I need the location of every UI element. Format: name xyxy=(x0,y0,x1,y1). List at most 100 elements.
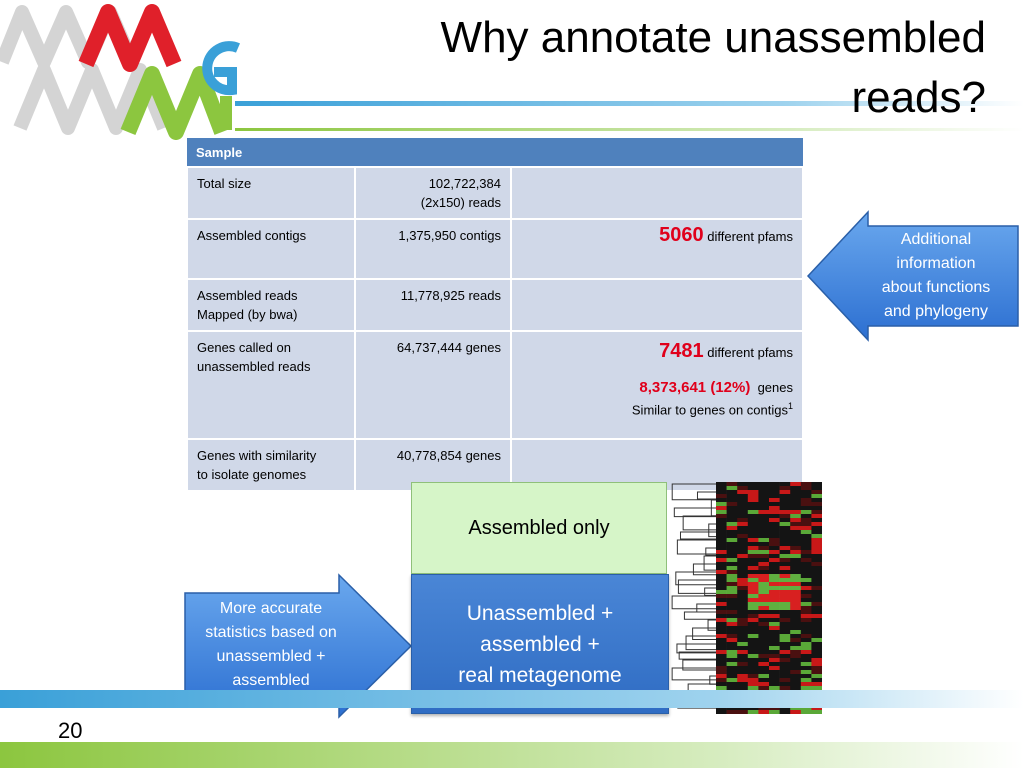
dendrogram-branch xyxy=(696,491,716,500)
heatmap-cell xyxy=(769,578,780,583)
heatmap-cell xyxy=(790,674,802,679)
heatmap-cell xyxy=(790,502,802,507)
heatmap-cell xyxy=(769,654,780,659)
heatmap-cell xyxy=(811,642,822,647)
heatmap-cell xyxy=(726,634,738,639)
heatmap-cell xyxy=(747,678,759,683)
heatmap-cell xyxy=(716,518,727,523)
heatmap-cell xyxy=(800,686,812,691)
heatmap-cell xyxy=(726,630,738,635)
heatmap-cell xyxy=(716,578,727,583)
heatmap-cell xyxy=(811,586,822,591)
heatmap-cell xyxy=(758,650,770,655)
heatmap-cell xyxy=(800,606,812,611)
heatmap-cell xyxy=(790,662,802,667)
heatmap-cell xyxy=(790,486,802,491)
heatmap-cell xyxy=(747,530,759,535)
heatmap-cell xyxy=(790,526,802,531)
heatmap-cell xyxy=(790,642,802,647)
heatmap-cell xyxy=(758,514,770,519)
heatmap-cell xyxy=(716,678,727,683)
heatmap-cell xyxy=(811,578,822,583)
heatmap-cell xyxy=(726,546,738,551)
heatmap-cell xyxy=(790,686,802,691)
heatmap-cell xyxy=(779,618,791,623)
heatmap-cell xyxy=(811,498,822,503)
heatmap-cell xyxy=(779,658,791,663)
heatmap-cell xyxy=(726,674,738,679)
heatmap-cell xyxy=(726,610,738,615)
heatmap-cell xyxy=(716,650,727,655)
heatmap-cell xyxy=(747,586,759,591)
heatmap-cell xyxy=(779,606,791,611)
heatmap-cell xyxy=(769,610,780,615)
row-label: Assembled contigs xyxy=(186,218,356,280)
dendrogram-branch xyxy=(692,563,716,576)
heatmap-cell xyxy=(726,626,738,631)
dendrogram xyxy=(671,483,716,709)
heatmap-cell xyxy=(779,534,791,539)
heatmap-cell xyxy=(726,518,738,523)
dendrogram-branch xyxy=(705,547,716,556)
box-line: assembled + xyxy=(480,632,600,656)
heatmap-cell xyxy=(800,666,812,671)
dendrogram-branch xyxy=(671,595,716,610)
heatmap-cell xyxy=(716,710,727,714)
heatmap-cell xyxy=(716,658,727,663)
heatmap-cell xyxy=(790,538,802,543)
heatmap-cell xyxy=(769,630,780,635)
row-note xyxy=(510,166,804,220)
heatmap-cell xyxy=(747,674,759,679)
heatmap-cell xyxy=(779,498,791,503)
heatmap-cell xyxy=(737,630,749,635)
heatmap-cell xyxy=(737,602,749,607)
heatmap-cell xyxy=(726,490,738,495)
heatmap-cell xyxy=(769,514,780,519)
heatmap-cell xyxy=(769,566,780,571)
heatmap-cell xyxy=(779,634,791,639)
heatmap-cell xyxy=(758,502,770,507)
heatmap-cell xyxy=(769,550,780,555)
heatmap-cell xyxy=(726,618,738,623)
heatmap-cell xyxy=(726,642,738,647)
heatmap-cell xyxy=(737,658,749,663)
heatmap-cell xyxy=(716,566,727,571)
heatmap-cell xyxy=(790,498,802,503)
heatmap-cell xyxy=(811,482,822,487)
dendrogram-branch xyxy=(683,611,716,620)
heatmap-cell xyxy=(811,514,822,519)
dendrogram-branch xyxy=(682,515,716,531)
heatmap-cell xyxy=(726,622,738,627)
heatmap-cell xyxy=(747,570,759,575)
heatmap-cell xyxy=(779,610,791,615)
heatmap-cell xyxy=(758,678,770,683)
heatmap-cell xyxy=(779,594,791,599)
heatmap-cell xyxy=(726,682,738,687)
heatmap-cell xyxy=(811,614,822,619)
heatmap-cell xyxy=(726,578,738,583)
row-note: 5060 different pfams xyxy=(510,218,804,280)
heatmap-cell xyxy=(747,658,759,663)
heatmap-cell xyxy=(811,566,822,571)
heatmap-cell xyxy=(800,574,812,579)
heatmap-cell xyxy=(790,534,802,539)
heatmap-cell xyxy=(811,550,822,555)
heatmap-cell xyxy=(716,682,727,687)
heatmap-cell xyxy=(769,510,780,515)
heatmap-cell xyxy=(779,642,791,647)
heatmap-cell xyxy=(716,630,727,635)
heatmap-cell xyxy=(790,570,802,575)
heatmap-cell xyxy=(800,594,812,599)
pfam-count: 7481 xyxy=(659,340,704,362)
heatmap-cell xyxy=(758,554,770,559)
heatmap-cell xyxy=(716,530,727,535)
heatmap-cell xyxy=(726,486,738,491)
heatmap-cell xyxy=(800,526,812,531)
heatmap-cell xyxy=(726,662,738,667)
heatmap-cell xyxy=(737,562,749,567)
heatmap-cell xyxy=(800,550,812,555)
heatmap-cell xyxy=(758,666,770,671)
heatmap-cell xyxy=(790,586,802,591)
heatmap-cell xyxy=(800,706,812,711)
heatmap-cell xyxy=(737,622,749,627)
